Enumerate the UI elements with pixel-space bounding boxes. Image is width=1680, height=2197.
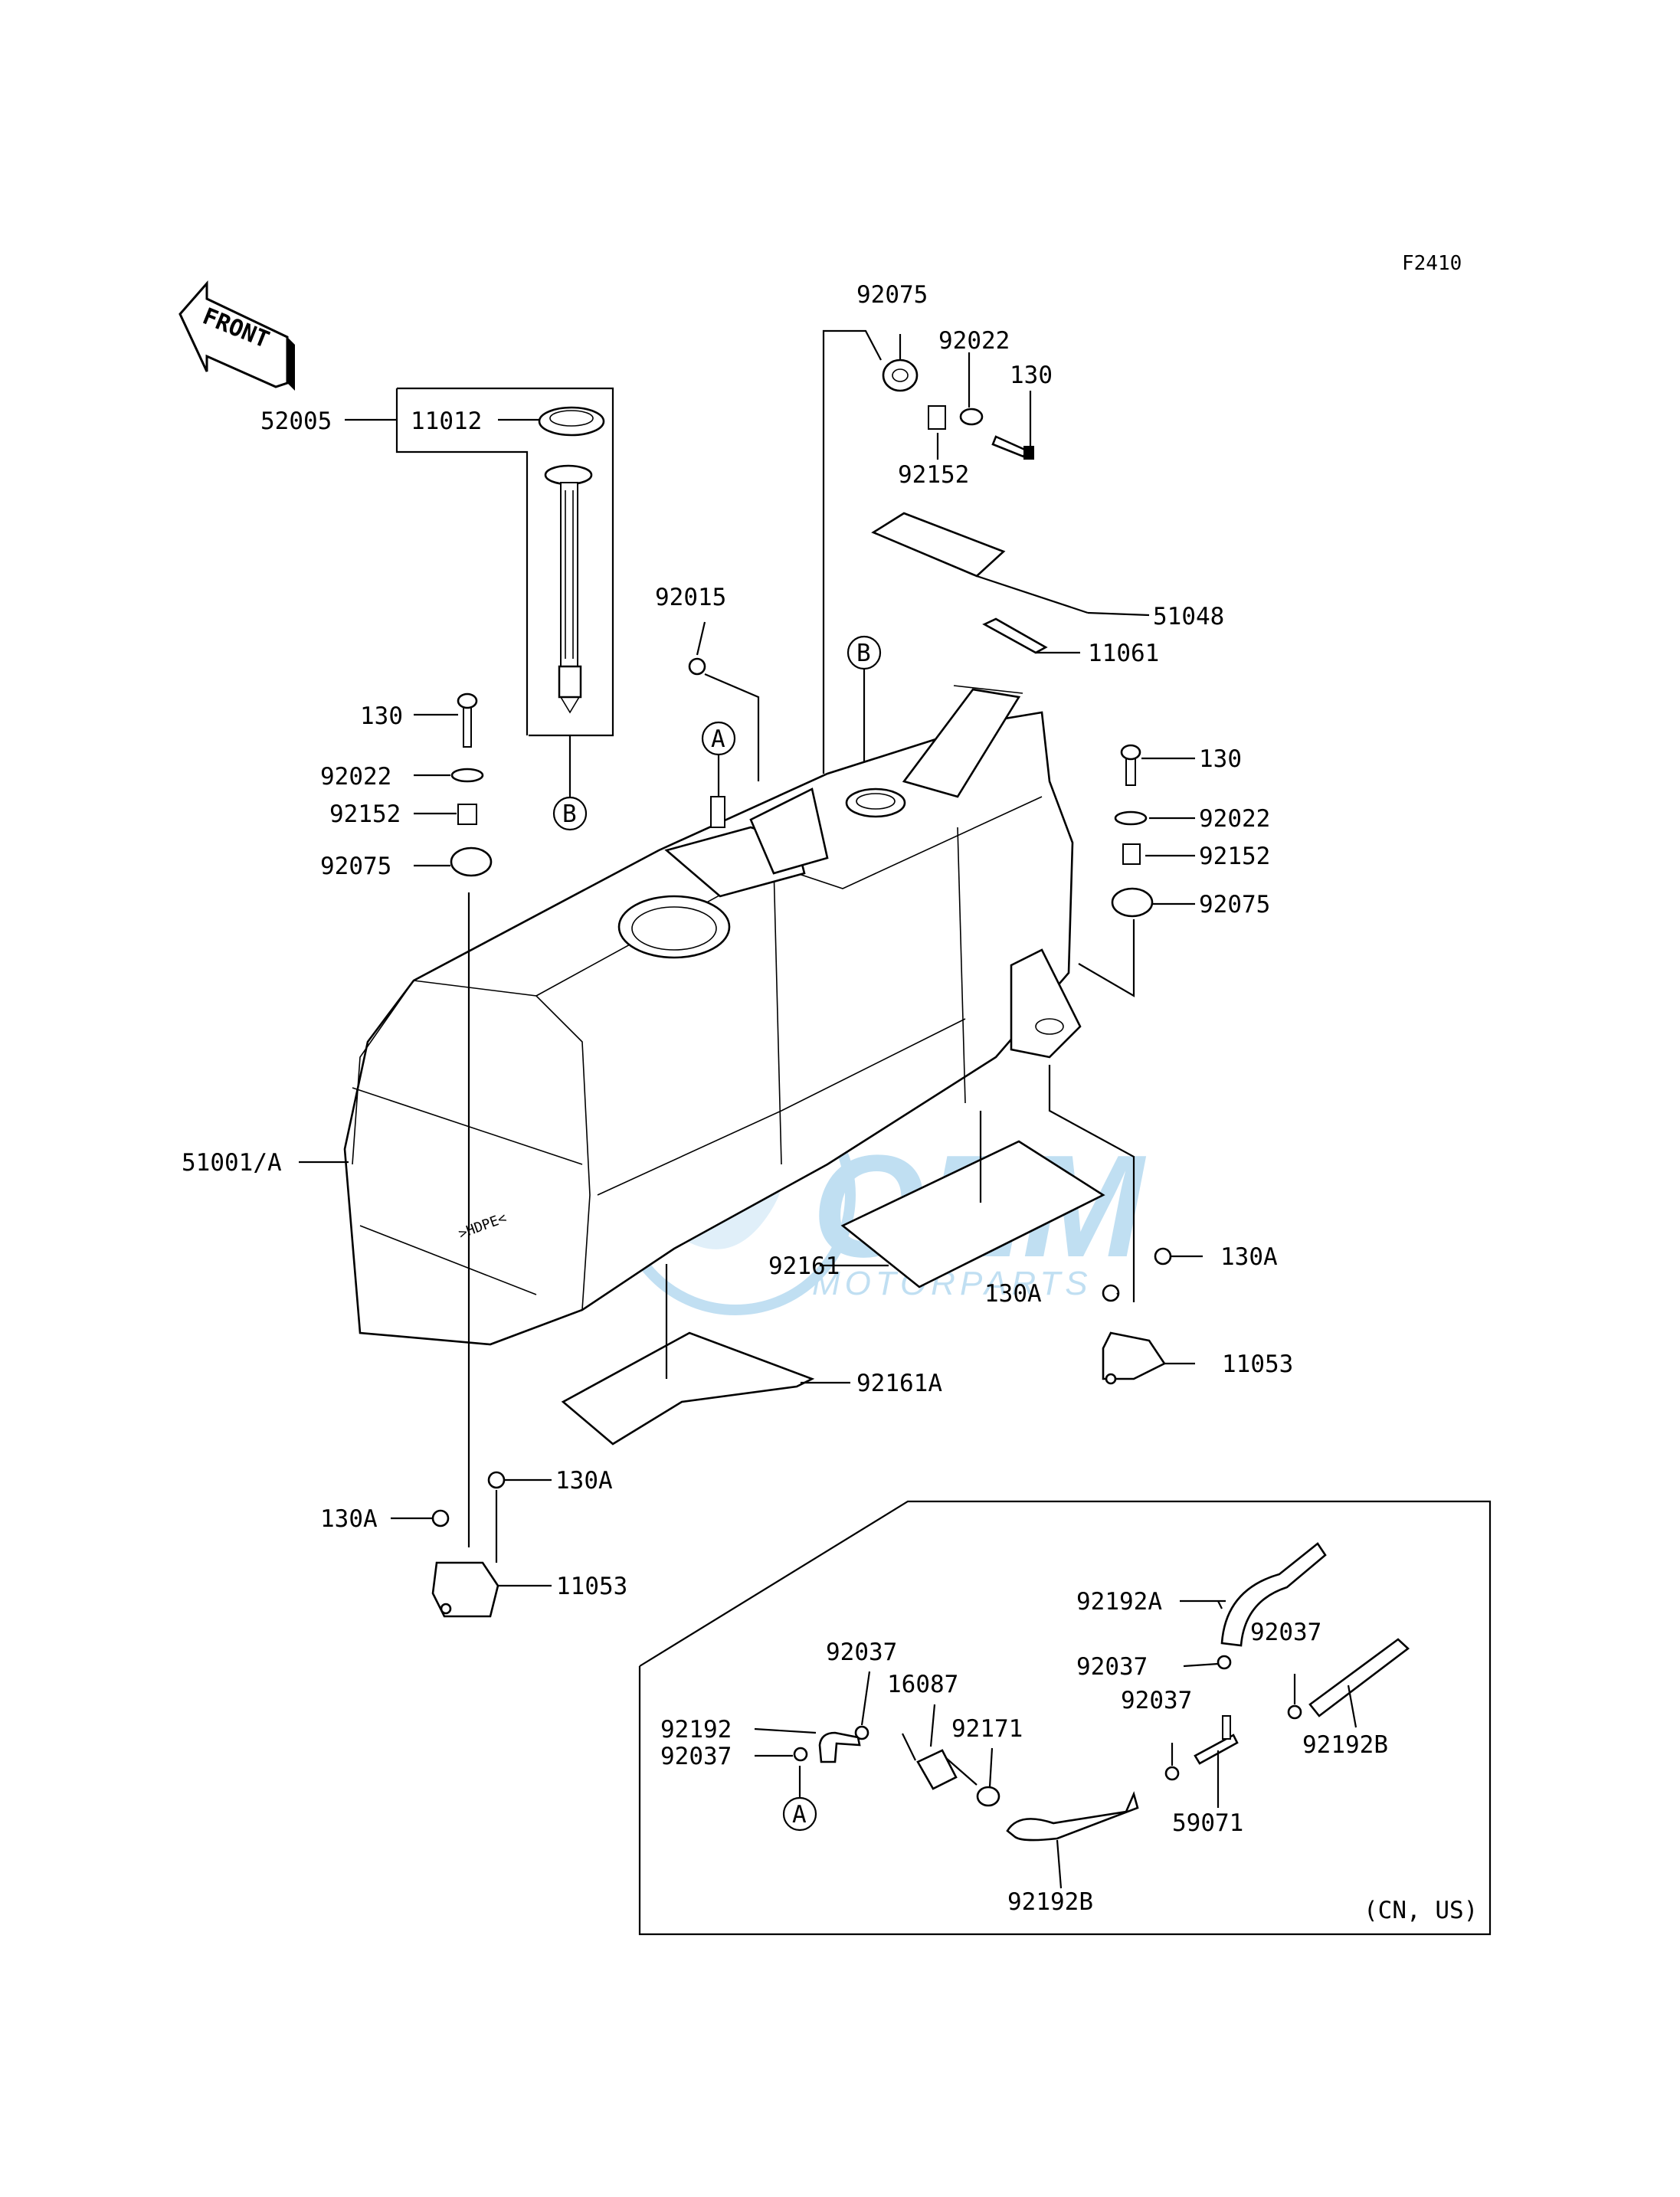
part-labels: 92075 92022 130 92152 51048 11061 92015 … <box>182 281 1478 1924</box>
front-arrow-icon: FRONT <box>178 280 295 391</box>
label-92075-left: 92075 <box>320 853 391 880</box>
fuel-gauge-group <box>345 387 614 797</box>
label-92022-right: 92022 <box>1199 805 1270 833</box>
callout-b-lower: B <box>562 801 577 828</box>
label-11012: 11012 <box>411 408 482 435</box>
label-130a-right-2: 130A <box>984 1280 1042 1308</box>
label-92152-left: 92152 <box>329 801 401 828</box>
label-11053-left: 11053 <box>556 1573 627 1600</box>
label-51048: 51048 <box>1153 603 1224 630</box>
inset-hoses-box <box>638 1500 1492 1936</box>
label-92015: 92015 <box>655 584 726 611</box>
part-51048-shape <box>871 512 1006 578</box>
label-92037-e: 92037 <box>1250 1619 1321 1646</box>
pad-92161 <box>840 1140 1105 1288</box>
label-92192b-right: 92192B <box>1302 1731 1388 1759</box>
callout-a-upper: A <box>711 725 725 753</box>
label-130-right: 130 <box>1199 745 1242 773</box>
label-59071: 59071 <box>1172 1809 1243 1837</box>
label-16087: 16087 <box>887 1671 958 1698</box>
label-92022-top: 92022 <box>938 327 1010 355</box>
label-130a-right-1: 130A <box>1220 1243 1278 1271</box>
label-92161: 92161 <box>768 1252 840 1280</box>
fuel-tank: >HDPE< <box>343 685 1082 1346</box>
pad-92161a <box>561 1331 815 1446</box>
label-130a-left-2: 130A <box>320 1505 378 1533</box>
label-92192b-bottom: 92192B <box>1007 1888 1093 1916</box>
label-92022-left: 92022 <box>320 763 391 791</box>
bracket-left <box>431 1561 499 1618</box>
label-92037-d: 92037 <box>1076 1653 1148 1681</box>
callout-b-upper: B <box>856 640 871 667</box>
label-92192: 92192 <box>660 1716 732 1744</box>
callout-a-lower: A <box>792 1801 807 1829</box>
label-92161a: 92161A <box>856 1370 942 1397</box>
label-92037-b: 92037 <box>660 1743 732 1770</box>
region-note: (CN, US) <box>1364 1897 1478 1924</box>
top-mount-hardware <box>822 329 1034 774</box>
label-92075-right: 92075 <box>1199 891 1270 918</box>
label-92152-top: 92152 <box>898 461 969 489</box>
label-92037-c: 92037 <box>1121 1687 1192 1714</box>
label-11061: 11061 <box>1088 640 1159 667</box>
label-92037-a: 92037 <box>826 1639 897 1666</box>
label-11053-right: 11053 <box>1222 1351 1293 1378</box>
diagram-code: F2410 <box>1402 252 1462 275</box>
label-92152-right: 92152 <box>1199 843 1270 870</box>
label-130a-left-1: 130A <box>555 1467 613 1495</box>
part-11061-shape <box>982 617 1048 654</box>
label-130-left: 130 <box>360 702 403 730</box>
left-mount-stack <box>414 692 493 1547</box>
right-mount-stack <box>1078 744 1195 997</box>
bracket-right <box>1102 1331 1166 1380</box>
label-52005: 52005 <box>260 408 332 435</box>
label-92171: 92171 <box>951 1715 1023 1743</box>
label-130-top: 130 <box>1010 362 1053 389</box>
label-51001a: 51001/A <box>182 1149 282 1177</box>
label-92075-top: 92075 <box>856 281 928 309</box>
label-92192a: 92192A <box>1076 1588 1162 1616</box>
